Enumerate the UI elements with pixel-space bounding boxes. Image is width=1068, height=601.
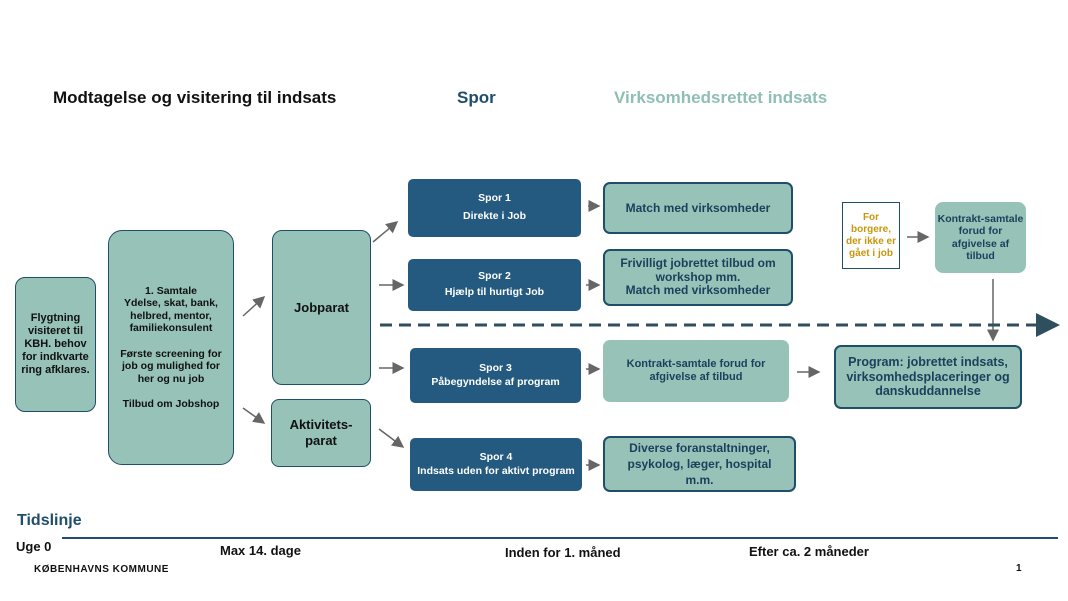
timeline-inden: Inden for 1. måned bbox=[505, 545, 621, 560]
timeline-week0: Uge 0 bbox=[16, 539, 52, 554]
note-box: For borgere, der ikke er gået i job bbox=[842, 202, 900, 269]
match-box: Match med virksomheder bbox=[603, 182, 793, 234]
spor2-box: Spor 2 Hjælp til hurtigt Job bbox=[408, 259, 581, 311]
kontrakt-samtale-box: Kontrakt-samtale forud for afgivelse af … bbox=[603, 340, 789, 402]
samtale-box: 1. Samtale Ydelse, skat, bank, helbred, … bbox=[108, 230, 234, 465]
spor3-box: Spor 3 Påbegyndelse af program bbox=[410, 348, 581, 403]
jobparat-box: Jobparat bbox=[272, 230, 371, 385]
header-modtagelse: Modtagelse og visitering til indsats bbox=[53, 88, 337, 107]
timeline-efter: Efter ca. 2 måneder bbox=[749, 544, 869, 559]
aktivitetsparat-box: Aktivitets- parat bbox=[271, 399, 371, 467]
footer-organization: KØBENHAVNS KOMMUNE bbox=[34, 564, 169, 575]
timeline-title: Tidslinje bbox=[17, 512, 82, 529]
kontrakt-right-box: Kontrakt-samtale forud for afgivelse af … bbox=[935, 202, 1026, 273]
program-box: Program: jobrettet indsats, virksomhedsp… bbox=[834, 345, 1022, 409]
header-spor: Spor bbox=[457, 88, 496, 107]
diverse-box: Diverse foranstaltninger, psykolog, læge… bbox=[603, 436, 796, 492]
header-virksomhedsrettet: Virksomhedsrettet indsats bbox=[614, 88, 828, 107]
frivilligt-box: Frivilligt jobrettet tilbud om workshop … bbox=[603, 249, 793, 306]
spor1-box: Spor 1 Direkte i Job bbox=[408, 179, 581, 237]
flygtning-box: Flygtning visiteret til KBH. behov for i… bbox=[15, 277, 96, 412]
page-number: 1 bbox=[1016, 563, 1022, 574]
spor4-box: Spor 4 Indsats uden for aktivt program bbox=[410, 438, 582, 491]
timeline-max14: Max 14. dage bbox=[220, 543, 301, 558]
